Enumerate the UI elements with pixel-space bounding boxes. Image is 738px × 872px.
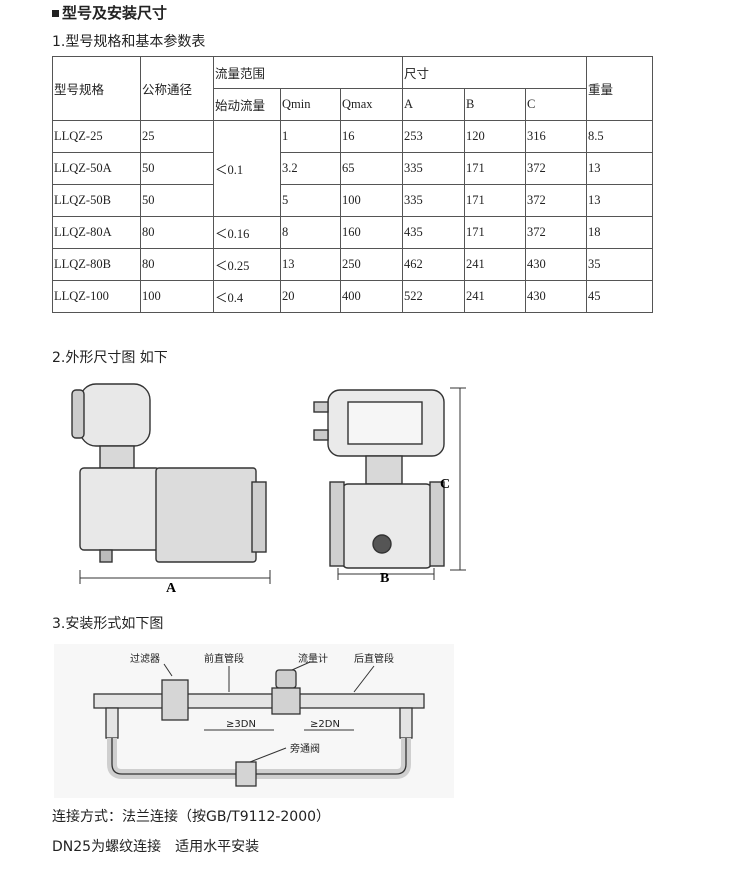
connection-note: 连接方式：法兰连接（按GB/T9112-2000） [52, 809, 331, 825]
label-bypass: 旁通阀 [290, 742, 320, 755]
label-3dn: ≥3DN [226, 719, 256, 730]
label-a: A [166, 581, 177, 596]
installation-drawing: 过滤器 前直管段 流量计 后直管段 ≥3DN ≥2DN 旁通阀 [54, 644, 454, 798]
header-model: 型号规格 [52, 56, 141, 121]
square-bullet-icon [52, 10, 59, 17]
header-dn: 公称通径 [140, 56, 214, 121]
label-2dn: ≥2DN [310, 719, 340, 730]
label-front-pipe: 前直管段 [204, 652, 244, 665]
installation-note: DN25为螺纹连接 适用水平安装 [52, 839, 260, 855]
table-row: LLQZ-80A 80 ＜0.16 8 160 435 171 372 18 [52, 216, 654, 249]
bypass-valve [235, 761, 257, 787]
table-header-row: 型号规格 公称通径 流量范围 尺寸 重量 [52, 56, 654, 121]
start-flow-merged: ＜0.1 [213, 120, 281, 217]
header-dimensions: 尺寸 [401, 56, 588, 89]
section-2-title: 2.外形尺寸图 如下 [52, 350, 168, 366]
table-row: LLQZ-50A 50 3.2 65 335 171 372 13 [52, 152, 654, 185]
flow-meter [271, 687, 301, 715]
table-subheader-row: 始动流量 Qmin Qmax A B C [53, 88, 653, 121]
meter-body-front [341, 483, 433, 569]
header-qmin: Qmin [280, 88, 341, 121]
section-1-title: 1.型号规格和基本参数表 [52, 34, 206, 50]
header-start-flow: 始动流量 [213, 88, 281, 121]
label-rear-pipe: 后直管段 [354, 652, 394, 665]
label-c: C [440, 477, 450, 492]
dimension-drawing: A B C [71, 383, 466, 596]
table-row: LLQZ-25 25 ＜0.1 1 16 253 120 316 8.5 [52, 120, 654, 217]
header-weight: 重量 [586, 56, 654, 121]
section-3-title: 3.安装形式如下图 [52, 616, 164, 632]
header-flow: 流量范围 [213, 56, 403, 89]
table-row: LLQZ-80B 80 ＜0.25 13 250 462 241 430 35 [52, 248, 654, 281]
page-heading: 型号及安装尺寸 [52, 2, 167, 23]
header-qmax: Qmax [340, 88, 403, 121]
meter-body-side [79, 467, 161, 551]
label-b: B [380, 571, 389, 586]
header-c: C [524, 88, 588, 121]
table-row: LLQZ-50B 50 5 100 335 171 372 13 [52, 184, 654, 217]
main-pipe [93, 693, 425, 709]
meter-head-side [79, 383, 151, 447]
spec-table: 型号规格 公称通径 流量范围 尺寸 重量 始动流量 Qmin Qmax A B … [52, 56, 654, 313]
header-b: B [464, 88, 526, 121]
label-meter: 流量计 [298, 652, 328, 665]
filter [161, 679, 189, 721]
label-filter: 过滤器 [130, 652, 160, 665]
header-a: A [402, 88, 465, 121]
table-row: LLQZ-100 100 ＜0.4 20 400 522 241 430 45 [52, 280, 654, 313]
